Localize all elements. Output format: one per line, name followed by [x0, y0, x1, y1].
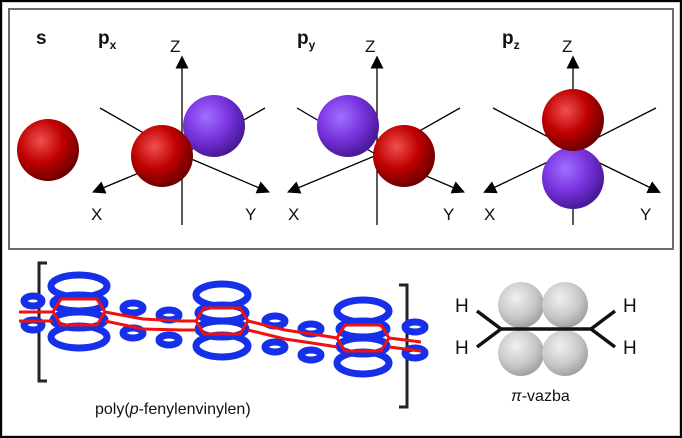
pz-lobe-negative: [542, 147, 604, 209]
py-x-axis-label: X: [288, 205, 300, 224]
py-lobe-positive: [317, 95, 379, 157]
pz-z-axis-label: Z: [562, 37, 573, 56]
polymer-left-bracket: [37, 261, 47, 383]
px-z-axis-label: Z: [170, 37, 181, 56]
polymer-right-bracket: [399, 283, 409, 409]
h-label-bottom-right: H: [623, 338, 637, 359]
pz-lobe-positive: [542, 89, 604, 151]
polymer-sigma-backbone: [19, 297, 422, 353]
h-label-top-left: H: [455, 296, 469, 317]
h-label-bottom-left: H: [455, 338, 469, 359]
pz-orbital-label: pz: [502, 28, 520, 52]
polymer-caption: poly(p-fenylenvinylen): [95, 401, 251, 418]
px-lobe-negative: [131, 125, 193, 187]
pz-y-axis-label: Y: [640, 205, 652, 224]
py-orbital-label: py: [297, 28, 316, 52]
px-orbital-label: px: [98, 28, 117, 52]
px-x-axis-label: X: [91, 205, 103, 224]
px-y-axis-label: Y: [245, 205, 257, 224]
polymer-pi-clouds: [20, 271, 429, 378]
pibond-caption: π-vazba: [511, 388, 570, 405]
py-z-axis-label: Z: [365, 37, 376, 56]
atomic-orbitals-panel: s px py pz Z X Y Z X Y Z X Y: [8, 8, 674, 250]
pibond-sigma-frame: [475, 309, 617, 349]
py-y-axis-label: Y: [443, 205, 455, 224]
s-orbital-label: s: [36, 28, 47, 49]
s-orbital-sphere: [17, 119, 79, 181]
pz-x-axis-label: X: [484, 205, 496, 224]
pibond-lobes: [498, 282, 588, 376]
py-lobe-negative: [373, 125, 435, 187]
px-lobe-positive: [183, 95, 245, 157]
h-label-top-right: H: [623, 296, 637, 317]
orbitals-svg: [17, 55, 661, 225]
